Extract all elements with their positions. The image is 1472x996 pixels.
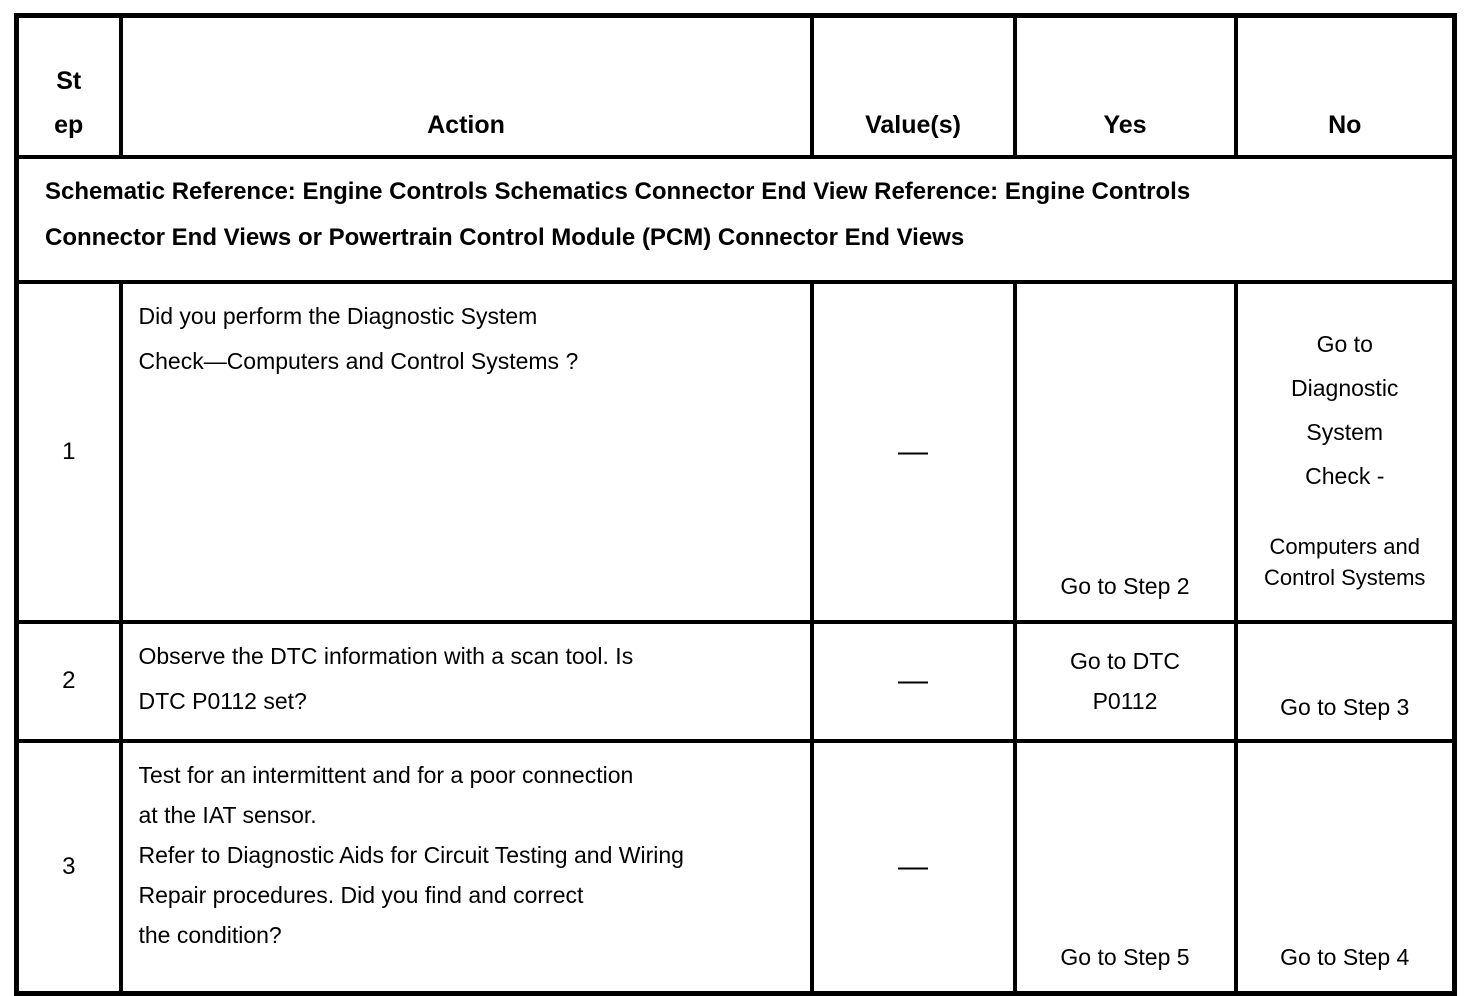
step-number: 1	[14, 279, 123, 624]
column-header-no: No	[1233, 13, 1457, 159]
column-header-yes: Yes	[1012, 13, 1238, 159]
column-header-action: Action	[118, 13, 814, 159]
no-result-text: Go to Diagnostic System Check -	[1291, 330, 1399, 489]
schematic-reference-note: Schematic Reference: Engine Controls Sch…	[14, 154, 1457, 284]
no-result: Go to Diagnostic System Check - Computer…	[1233, 279, 1457, 624]
diagnostic-procedure-table: St ep Action Value(s) Yes No Schematic R…	[14, 13, 1457, 996]
step-number: 2	[14, 619, 123, 743]
table-header-row: St ep Action Value(s) Yes No	[14, 13, 1457, 159]
value-dash: —	[809, 738, 1017, 996]
step-number: 3	[14, 738, 123, 996]
yes-result: Go to Step 2	[1012, 279, 1238, 624]
column-header-step: St ep	[14, 13, 123, 159]
table-row: 2 Observe the DTC information with a sca…	[14, 619, 1457, 743]
yes-result: Go to DTC P0112	[1012, 619, 1238, 743]
no-result: Go to Step 4	[1233, 738, 1457, 996]
action-text: Test for an intermittent and for a poor …	[118, 738, 814, 996]
action-text: Observe the DTC information with a scan …	[118, 619, 814, 743]
no-result: Go to Step 3	[1233, 619, 1457, 743]
schematic-reference-row: Schematic Reference: Engine Controls Sch…	[14, 154, 1457, 284]
document-page: St ep Action Value(s) Yes No Schematic R…	[14, 13, 1457, 996]
yes-result: Go to Step 5	[1012, 738, 1238, 996]
table-row: 1 Did you perform the Diagnostic System …	[14, 279, 1457, 624]
table-row: 3 Test for an intermittent and for a poo…	[14, 738, 1457, 996]
value-dash: —	[809, 619, 1017, 743]
action-text: Did you perform the Diagnostic System Ch…	[118, 279, 814, 624]
column-header-values: Value(s)	[809, 13, 1017, 159]
no-result-text-continued: Computers and Control Systems	[1264, 533, 1426, 590]
value-dash: —	[809, 279, 1017, 624]
